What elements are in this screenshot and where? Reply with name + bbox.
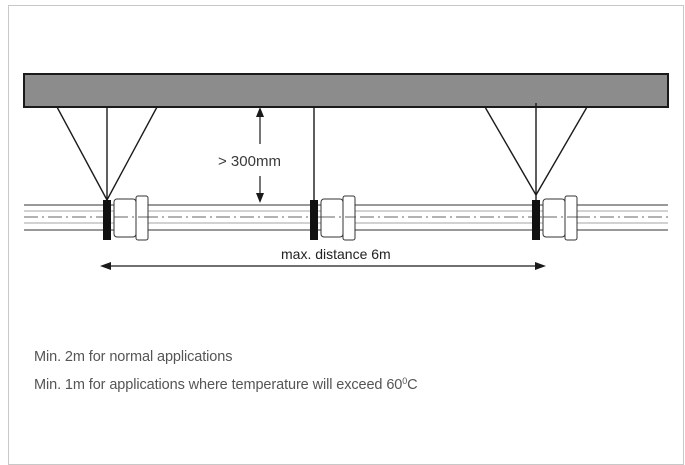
pipe-clamp-2 (310, 200, 318, 240)
hanger-right (484, 103, 588, 202)
coupling-1 (113, 195, 149, 241)
clearance-label: > 300mm (218, 153, 281, 170)
note-degree-superscript: 0 (402, 376, 408, 386)
note-high-temperature-text: Min. 1m for applications where temperatu… (34, 377, 403, 393)
note-unit: C (407, 377, 418, 393)
pipe-clamp-1 (103, 200, 111, 240)
hanger-left (56, 106, 158, 202)
coupling-2 (320, 195, 356, 241)
ceiling-beam (23, 73, 669, 108)
pipe-clamp-3 (532, 200, 540, 240)
clearance-dimension (256, 107, 264, 203)
pipe-support-diagram: > 300mm max. distance 6m (23, 73, 669, 270)
coupling-3 (542, 195, 578, 241)
note-normal-applications: Min. 2m for normal applications (34, 349, 233, 365)
distance-label: max. distance 6m (281, 246, 391, 262)
note-high-temperature: Min. 1m for applications where temperatu… (34, 369, 418, 397)
distance-dimension (100, 262, 546, 270)
notes: Min. 2m for normal applications Min. 1m … (34, 345, 418, 397)
